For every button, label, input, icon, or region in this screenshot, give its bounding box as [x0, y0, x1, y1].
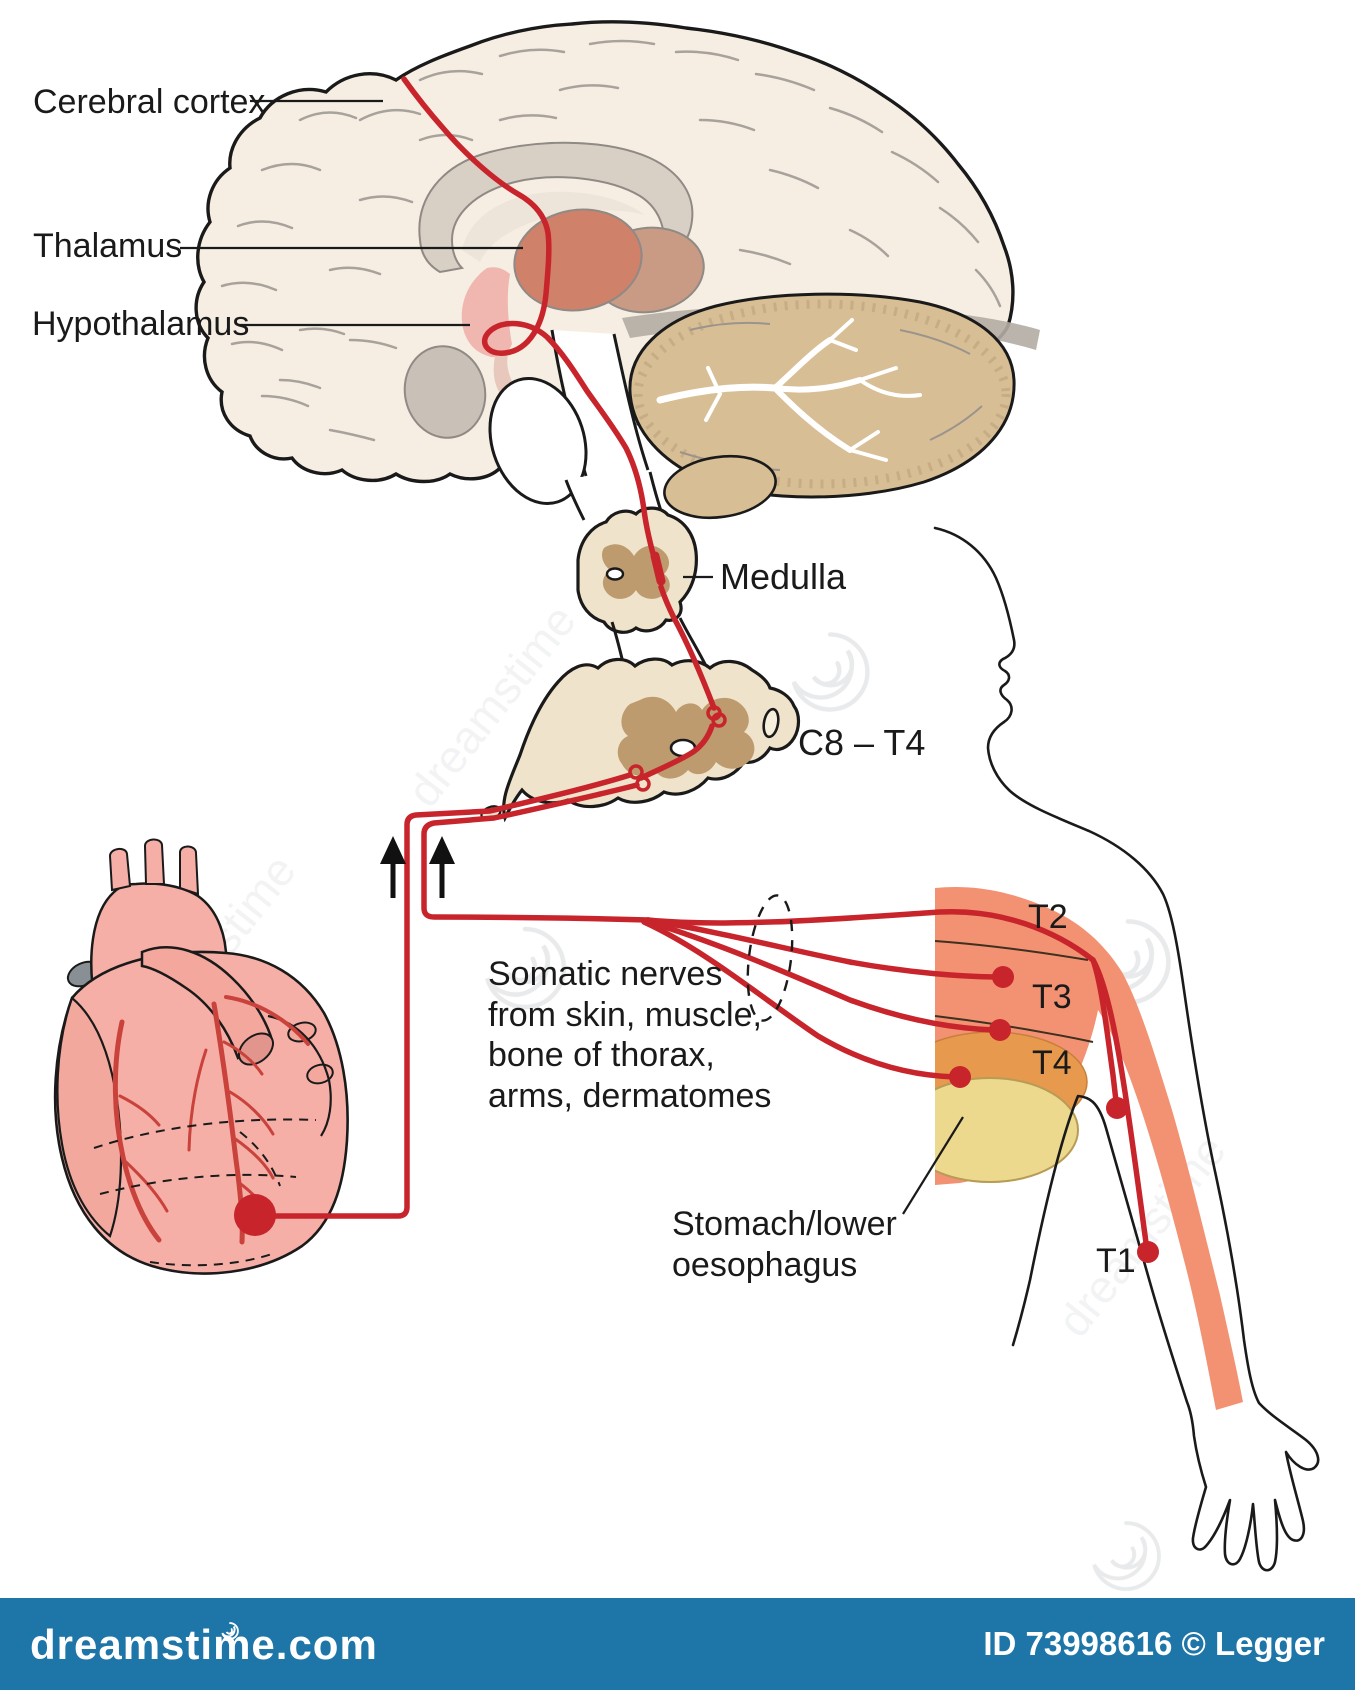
watermark-bar: dreamstime.com ID 73998616 © Legger [0, 1598, 1355, 1690]
leader-stomach [902, 1116, 964, 1215]
temporal-lobe-cut [403, 345, 487, 439]
nerve-bundle-ellipse [746, 894, 794, 1022]
note-line: arms, dermatomes [488, 1076, 772, 1115]
infarct-dot [234, 1194, 276, 1236]
note-stomach: Stomach/lower oesophagus [672, 1204, 897, 1286]
dermatome-region [935, 886, 1243, 1410]
note-line: bone of thorax, [488, 1036, 715, 1074]
aorta-stub-3 [179, 845, 200, 896]
synapse-loop [711, 712, 727, 728]
brain [194, 20, 1040, 522]
arm-line-outer [1090, 957, 1150, 1253]
note-somatic-nerves: Somatic nerves from skin, muscle, bone o… [488, 954, 771, 1116]
fan-branch-stomach [641, 919, 959, 1080]
coronary-arteries [112, 995, 310, 1245]
up-arrow-icon [429, 836, 455, 898]
label-spinal-segment: C8 – T4 [798, 722, 926, 763]
heart [53, 838, 349, 1275]
label-hypothalamus: Hypothalamus [32, 305, 250, 343]
visceral-afferent-line [273, 772, 633, 1219]
medulla-cross-section [576, 506, 708, 679]
fan-branch-t2 [645, 908, 1096, 963]
label-cerebral-cortex: Cerebral cortex [33, 83, 266, 121]
right-atrium [56, 996, 123, 1238]
nerve-pathways [273, 76, 1159, 1263]
cerebellum-arbor-vitae [656, 318, 922, 462]
body-outline [933, 526, 1320, 1572]
label-t4: T4 [1032, 1044, 1072, 1082]
up-arrow-icon [380, 836, 406, 898]
note-line: Stomach/lower [672, 1205, 897, 1243]
medulla-central-canal [605, 567, 625, 581]
watermark-brand: dreamstime.com [30, 1619, 377, 1669]
dermatome-divider-t3-t4 [934, 1015, 1094, 1043]
somatic-afferent-line [421, 782, 651, 923]
label-thalamus: Thalamus [33, 227, 183, 265]
pons [488, 376, 588, 506]
leader-lines [180, 99, 964, 1215]
label-t2: T2 [1028, 898, 1068, 936]
label-t1: T1 [1096, 1242, 1136, 1280]
note-line: oesophagus [672, 1246, 858, 1284]
heart-dashed-lines [93, 1118, 317, 1267]
thalamocortical-line [401, 76, 660, 571]
septum-area [462, 191, 645, 262]
note-line: from skin, muscle, [488, 995, 762, 1034]
cerebellum-hatch-rim [633, 299, 1011, 489]
dermatome-divider-t2-t3 [934, 940, 1089, 961]
label-medulla: Medulla [720, 556, 847, 597]
note-line: Somatic nerves [488, 955, 723, 993]
nerve-end-dots [949, 966, 1159, 1263]
brand-text: dreamstime.com [30, 1621, 378, 1668]
fan-branch-t4 [643, 918, 999, 1033]
heart-body [53, 950, 349, 1275]
cortex-sulci [220, 39, 1002, 442]
dermatome-map [934, 886, 1243, 1410]
flow-arrows [380, 836, 455, 898]
cerebellar-tonsil [663, 454, 777, 520]
label-t3: T3 [1032, 978, 1072, 1016]
watermark-credit: ID 73998616 © Legger [983, 1625, 1325, 1662]
nerve-root-opening [762, 707, 780, 739]
synapse-loop [628, 764, 644, 780]
aorta-stub-2 [143, 838, 166, 885]
brand-spiral-icon [221, 1622, 239, 1640]
aorta-stub-1 [108, 848, 132, 892]
ascending-tract-line [658, 584, 717, 711]
hypothalamus-shape [461, 267, 512, 358]
stomach-patch [935, 1077, 1079, 1183]
fan-branch-t3 [645, 917, 1003, 980]
cord-crossing-line [638, 723, 715, 781]
